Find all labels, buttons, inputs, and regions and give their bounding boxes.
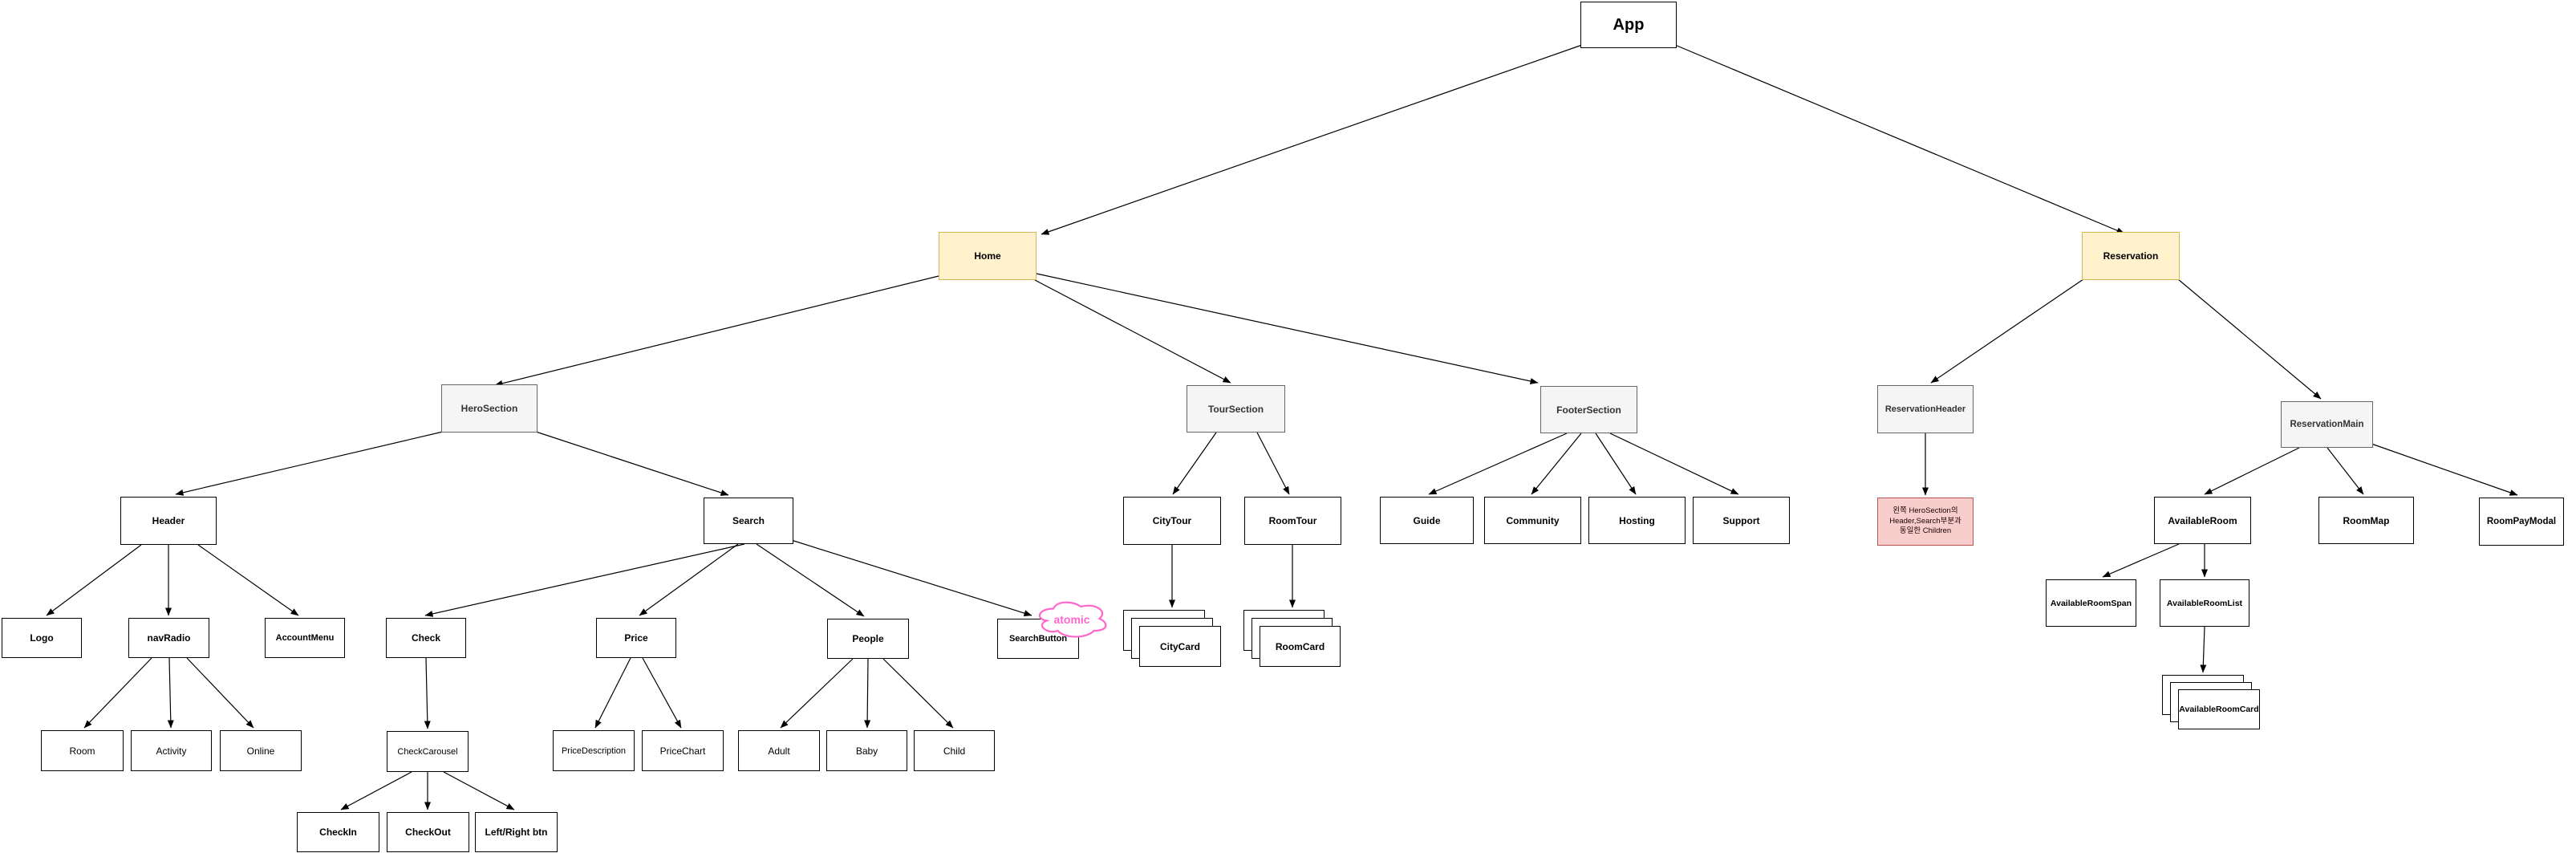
reservation-header-note[interactable]: 왼쪽 HeroSection의 Header,Search부분과 동일한 Chi… [1877,498,1974,546]
atomic-cloud-annotation[interactable]: atomic [1035,599,1109,639]
edge-checkcarousel-leftrightbtn [443,771,515,810]
room-card-stack[interactable]: RoomCard [1243,610,1341,667]
edge-header-logo [46,544,142,616]
node-price-chart[interactable]: PriceChart [642,730,724,771]
edge-check-checkcarousel [424,657,431,729]
node-reservation-header[interactable]: ReservationHeader [1877,385,1974,433]
edge-footersection-support [1609,433,1739,495]
edge-availableroomlist-availableroomcard [2200,626,2207,673]
node-available-room[interactable]: AvailableRoom [2154,497,2251,544]
node-guide[interactable]: Guide [1380,497,1474,544]
edge-people-child [882,658,954,729]
edge-toursection-roomtour [1256,432,1290,495]
node-logo[interactable]: Logo [2,618,82,658]
note-line-1: 왼쪽 HeroSection의 [1892,506,1958,516]
edge-footersection-hosting [1595,433,1637,495]
edge-checkcarousel-checkin [340,771,412,810]
edge-price-pricechart [642,657,682,729]
node-check-in[interactable]: CheckIn [297,812,379,852]
edge-app-home [1041,44,1583,235]
cloud-shape [1038,601,1107,638]
node-tour-section[interactable]: TourSection [1187,385,1285,433]
node-check-out[interactable]: CheckOut [387,812,469,852]
edge-reservationmain-roompaymodal [2371,443,2518,496]
edge-app-reservation [1674,44,2125,234]
node-room-pay-modal[interactable]: RoomPayModal [2479,498,2564,546]
edge-search-searchbutton [788,538,1032,616]
edge-search-price [639,543,739,616]
edges-group [46,44,2518,810]
edge-navradio-online [186,657,254,729]
edge-search-people [756,543,865,617]
node-nav-radio[interactable]: navRadio [128,618,209,658]
node-room-map[interactable]: RoomMap [2318,497,2414,544]
edge-footersection-guide [1428,433,1568,495]
node-check[interactable]: Check [386,618,466,658]
node-adult[interactable]: Adult [738,730,820,771]
node-room-card[interactable]: RoomCard [1260,626,1341,667]
node-search[interactable]: Search [704,498,793,544]
node-footer-section[interactable]: FooterSection [1540,386,1637,433]
edge-availableroom-availableroomspan [2102,543,2180,578]
note-line-3: 동일한 Children [1899,526,1952,536]
node-available-room-list[interactable]: AvailableRoomList [2160,579,2249,627]
edge-navradio-room [83,657,152,729]
edge-home-herosection [494,275,939,387]
node-baby[interactable]: Baby [826,730,907,771]
node-left-right-btn[interactable]: Left/Right btn [475,812,558,852]
edge-reservationmain-availableroom [2204,447,2300,495]
node-account-menu[interactable]: AccountMenu [265,618,345,658]
node-city-card[interactable]: CityCard [1139,626,1221,667]
atomic-label: atomic [1053,613,1089,626]
city-card-stack[interactable]: CityCard [1123,610,1221,667]
node-hero-section[interactable]: HeroSection [441,384,538,433]
node-room[interactable]: Room [41,730,124,771]
node-hosting[interactable]: Hosting [1588,497,1686,544]
node-check-carousel[interactable]: CheckCarousel [387,731,469,772]
edge-search-check [424,543,745,617]
edge-reservationmain-roommap [2327,447,2364,495]
edge-people-adult [780,658,854,729]
node-support[interactable]: Support [1693,497,1790,544]
node-reservation-main[interactable]: ReservationMain [2281,401,2373,448]
edge-home-toursection [1034,279,1231,384]
edge-toursection-citytour [1172,432,1217,495]
available-room-card-stack[interactable]: AvailableRoomCard [2162,675,2260,730]
edge-price-pricedescription [594,657,631,729]
edge-herosection-search [535,431,729,496]
note-line-2: Header,Search부분과 [1889,516,1961,526]
node-child[interactable]: Child [914,730,995,771]
node-header[interactable]: Header [120,497,217,545]
node-online[interactable]: Online [220,730,302,771]
node-community[interactable]: Community [1484,497,1581,544]
node-reservation[interactable]: Reservation [2082,232,2180,280]
edge-navradio-activity [167,657,174,729]
node-price-description[interactable]: PriceDescription [553,730,635,771]
edge-footersection-community [1531,433,1582,495]
node-available-room-span[interactable]: AvailableRoomSpan [2046,579,2136,627]
edge-reservation-reservationmain [2177,278,2322,400]
node-app[interactable]: App [1580,2,1677,48]
node-room-tour[interactable]: RoomTour [1244,497,1341,545]
edge-reservation-reservationheader [1930,278,2084,384]
node-people[interactable]: People [827,619,909,659]
edge-people-baby [864,658,871,729]
node-price[interactable]: Price [596,618,676,658]
node-activity[interactable]: Activity [131,730,212,771]
node-available-room-card[interactable]: AvailableRoomCard [2178,689,2260,729]
node-home[interactable]: Home [939,232,1036,280]
node-city-tour[interactable]: CityTour [1123,497,1221,545]
edge-header-accountmenu [197,544,299,616]
edge-herosection-header [175,431,444,496]
edge-home-footersection [1036,273,1539,384]
